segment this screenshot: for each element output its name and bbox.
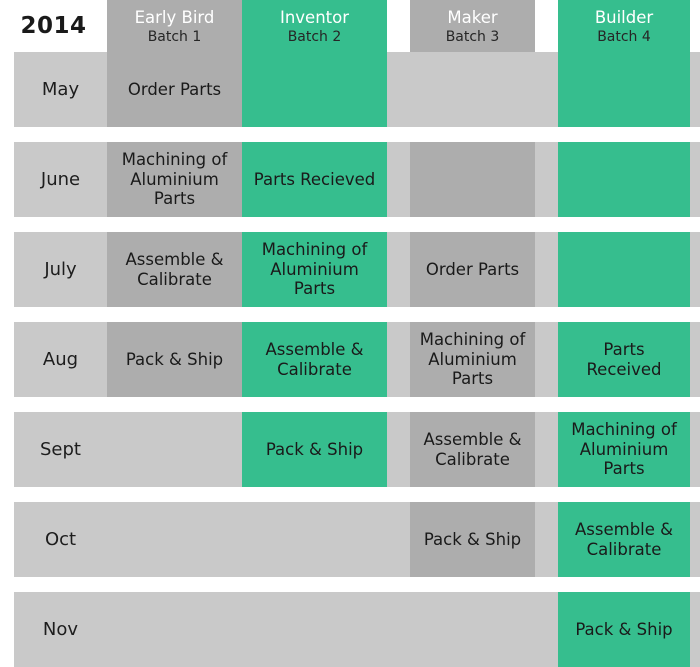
task-cell-aug-early-bird-pack-ship[interactable]: Pack & Ship [107, 322, 242, 397]
column-header-subtitle: Batch 1 [147, 29, 202, 46]
month-label-oct: Oct [44, 529, 77, 550]
task-cell-sept-builder-machining-of-aluminium-parts[interactable]: Machining of Aluminium Parts [558, 412, 690, 487]
column-header-subtitle: Batch 4 [597, 29, 651, 46]
task-cell-july-inventor-machining-of-aluminium-parts[interactable]: Machining of Aluminium Parts [242, 232, 387, 307]
column-header-title: Early Bird [134, 7, 215, 27]
month-label-june: June [40, 169, 81, 190]
task-cell-june-inventor-parts-recieved[interactable]: Parts Recieved [242, 142, 387, 217]
task-cell-july-builder[interactable] [558, 232, 690, 307]
task-cell-sept-inventor-pack-ship[interactable]: Pack & Ship [242, 412, 387, 487]
column-header-title: Inventor [279, 7, 350, 27]
task-cell-oct-maker-pack-ship[interactable]: Pack & Ship [410, 502, 535, 577]
month-label-aug: Aug [42, 349, 79, 370]
column-header-title: Maker [447, 7, 498, 27]
month-label-sept: Sept [40, 439, 81, 460]
task-cell-july-maker-order-parts[interactable]: Order Parts [410, 232, 535, 307]
month-label-nov: Nov [42, 619, 79, 640]
task-cell-may-inventor[interactable] [242, 52, 387, 127]
column-header-subtitle: Batch 2 [287, 29, 342, 46]
task-cell-aug-builder-parts-received[interactable]: Parts Received [558, 322, 690, 397]
task-cell-nov-builder-pack-ship[interactable]: Pack & Ship [558, 592, 690, 667]
month-label-july: July [44, 259, 77, 280]
task-cell-may-early-bird-order-parts[interactable]: Order Parts [107, 52, 242, 127]
task-cell-aug-maker-machining-of-aluminium-parts[interactable]: Machining of Aluminium Parts [410, 322, 535, 397]
task-cell-june-early-bird-machining-of-aluminium-parts[interactable]: Machining of Aluminium Parts [107, 142, 242, 217]
column-header-title: Builder [594, 7, 654, 27]
task-cell-june-builder[interactable] [558, 142, 690, 217]
month-label-may: May [41, 79, 80, 100]
task-cell-july-early-bird-assemble-calibrate[interactable]: Assemble & Calibrate [107, 232, 242, 307]
year-label: 2014 [20, 13, 87, 39]
column-header-subtitle: Batch 3 [445, 29, 500, 46]
task-cell-sept-maker-assemble-calibrate[interactable]: Assemble & Calibrate [410, 412, 535, 487]
task-cell-may-builder[interactable] [558, 52, 690, 127]
task-cell-june-maker[interactable] [410, 142, 535, 217]
task-cell-oct-builder-assemble-calibrate[interactable]: Assemble & Calibrate [558, 502, 690, 577]
task-cell-aug-inventor-assemble-calibrate[interactable]: Assemble & Calibrate [242, 322, 387, 397]
